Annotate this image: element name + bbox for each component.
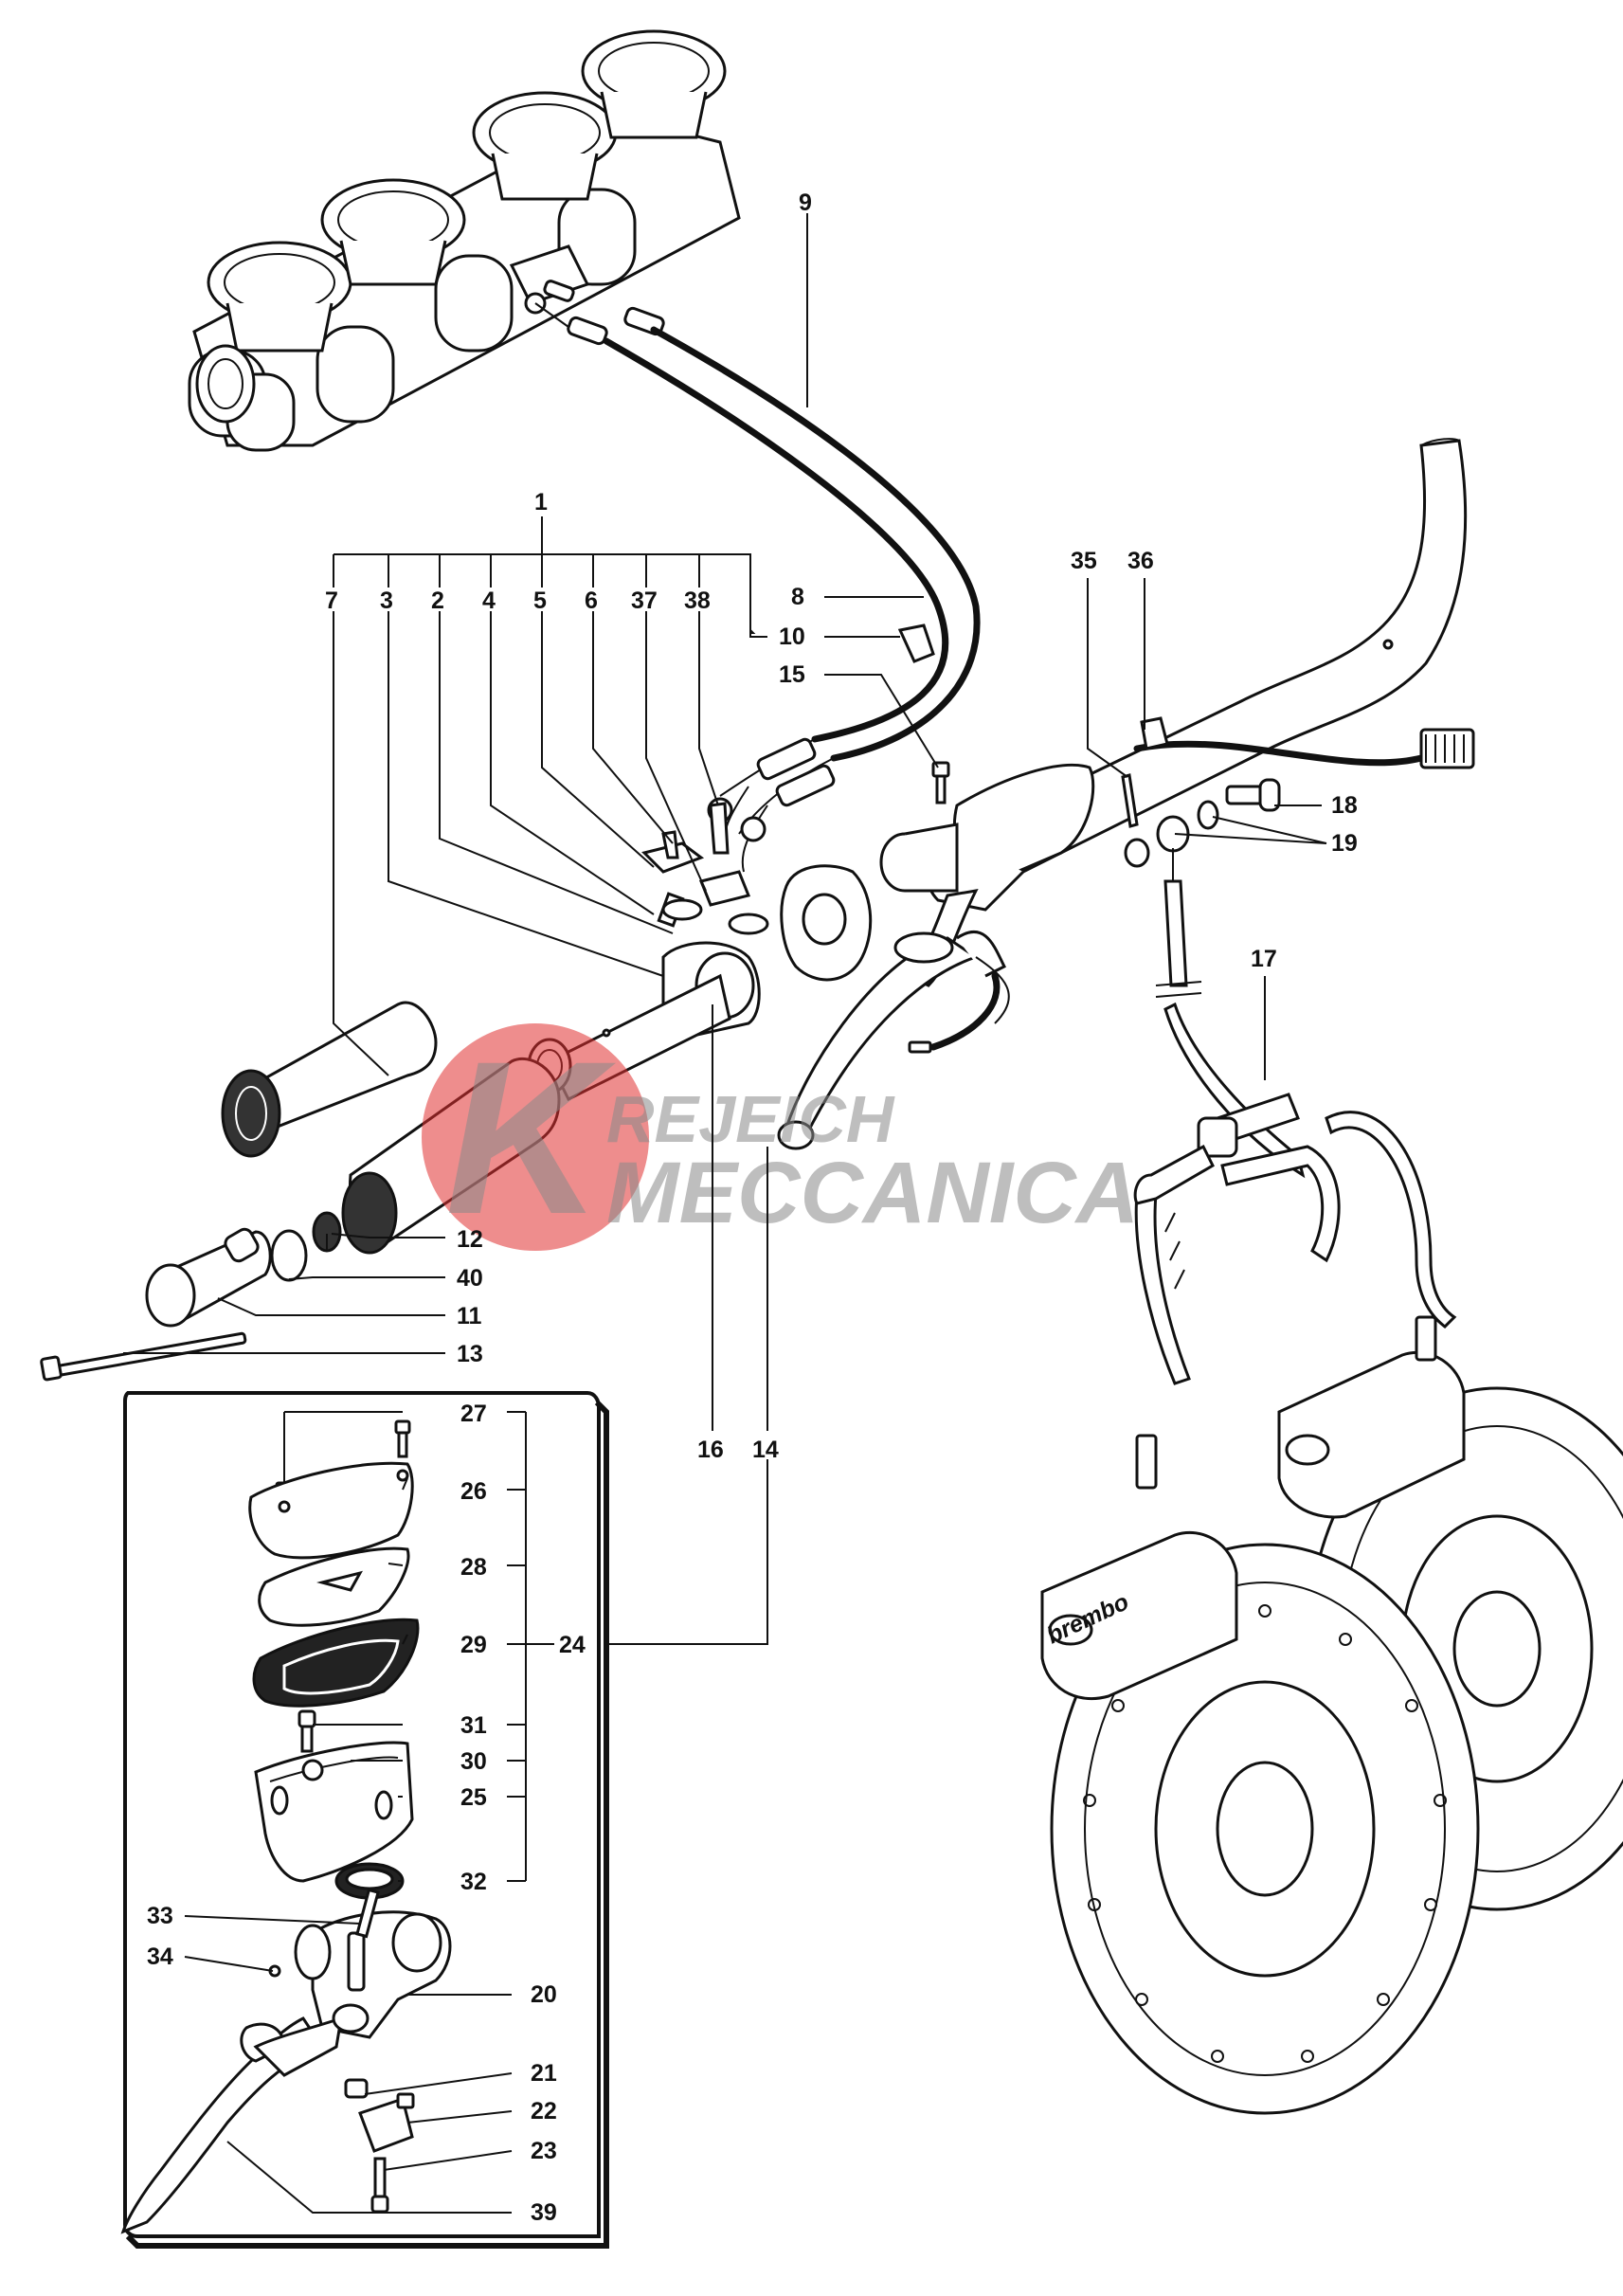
watermark-circle (422, 1023, 649, 1251)
cable-guide-parts (641, 802, 769, 935)
callout-21: 21 (531, 2060, 557, 2087)
intake-bell-4 (581, 29, 727, 139)
callout-1: 1 (534, 489, 548, 515)
reservoir-plate (258, 1546, 410, 1627)
callout-9: 9 (799, 190, 812, 216)
brake-lever-inset (120, 2003, 370, 2234)
callout-34: 34 (147, 1943, 173, 1970)
callout-5: 5 (533, 588, 547, 614)
bar-end-weight (145, 1227, 272, 1328)
clamp-screw-23 (370, 2157, 389, 2214)
callout-37: 37 (631, 588, 658, 614)
callout-39: 39 (531, 2199, 557, 2226)
callout-24: 24 (559, 1632, 586, 1658)
disc-vent-holes (1083, 1604, 1447, 2063)
callout-4: 4 (482, 588, 496, 614)
mirror-clamp-22 (358, 2092, 415, 2153)
grip-spacers (270, 1211, 342, 1282)
callout-12: 12 (457, 1226, 483, 1253)
callout-22: 22 (531, 2098, 557, 2124)
reservoir-diaphragm (252, 1618, 420, 1708)
callout-33: 33 (147, 1903, 173, 1929)
callout-31: 31 (460, 1712, 487, 1739)
right-switch-housing (780, 864, 873, 982)
callout-40: 40 (457, 1265, 483, 1292)
intake-bell-2 (320, 178, 466, 286)
callout-10: 10 (779, 624, 805, 650)
watermark-line1: REJEICH (606, 1082, 895, 1156)
callout-16: 16 (697, 1437, 724, 1463)
brake-caliper-rear (1277, 1315, 1466, 1519)
callout-36: 36 (1127, 548, 1154, 574)
brake-hoses (1133, 848, 1457, 1385)
brake-caliper-front: brembo (1040, 1434, 1238, 1701)
callout-27: 27 (460, 1401, 487, 1427)
callout-20: 20 (531, 1981, 557, 2008)
callout-26: 26 (460, 1478, 487, 1505)
cable-clip (897, 624, 935, 663)
reservoir-body (254, 1741, 414, 1883)
bar-end-screw (40, 1331, 247, 1382)
throttle-body-assembly (188, 29, 741, 452)
watermark-letter-k: K (445, 1016, 617, 1259)
brake-disc-front (1050, 1543, 1480, 2115)
reservoir-screw-31 (298, 1709, 316, 1753)
watermark-line2: MECCANICA (606, 1145, 1139, 1241)
callout-8: 8 (791, 584, 804, 610)
intake-bell-3 (472, 91, 618, 201)
callout-35: 35 (1071, 548, 1097, 574)
brake-lever (777, 931, 1010, 1150)
lever-pivot-nut-21 (344, 2078, 369, 2099)
callout-32: 32 (460, 1869, 487, 1895)
callout-18: 18 (1331, 792, 1358, 819)
callout-38: 38 (684, 588, 711, 614)
callout-25: 25 (460, 1784, 487, 1811)
callout-28: 28 (460, 1554, 487, 1581)
leader-lines (123, 213, 1327, 2214)
callout-19: 19 (1331, 830, 1358, 857)
callout-23: 23 (531, 2138, 557, 2164)
callout-7: 7 (325, 588, 338, 614)
callout-3: 3 (380, 588, 393, 614)
callout-13: 13 (457, 1341, 483, 1367)
callout-14: 14 (752, 1437, 779, 1463)
grip-left (221, 1001, 438, 1158)
callout-2: 2 (431, 588, 444, 614)
watermark-logo: K REJEICH MECCANICA (422, 1016, 1139, 1259)
bolt-15 (931, 761, 950, 805)
reservoir-cover (248, 1461, 414, 1560)
callout-6: 6 (585, 588, 598, 614)
callout-29: 29 (460, 1632, 487, 1658)
callout-labels: 1 7 3 2 4 5 6 37 38 9 8 10 15 35 36 18 1… (147, 190, 1358, 2226)
callout-15: 15 (779, 661, 805, 688)
banjo-bolt-washers (1121, 773, 1281, 868)
callout-11: 11 (457, 1303, 482, 1329)
callout-30: 30 (460, 1748, 487, 1775)
callout-17: 17 (1251, 946, 1277, 972)
switch-wiring (1133, 716, 1475, 769)
